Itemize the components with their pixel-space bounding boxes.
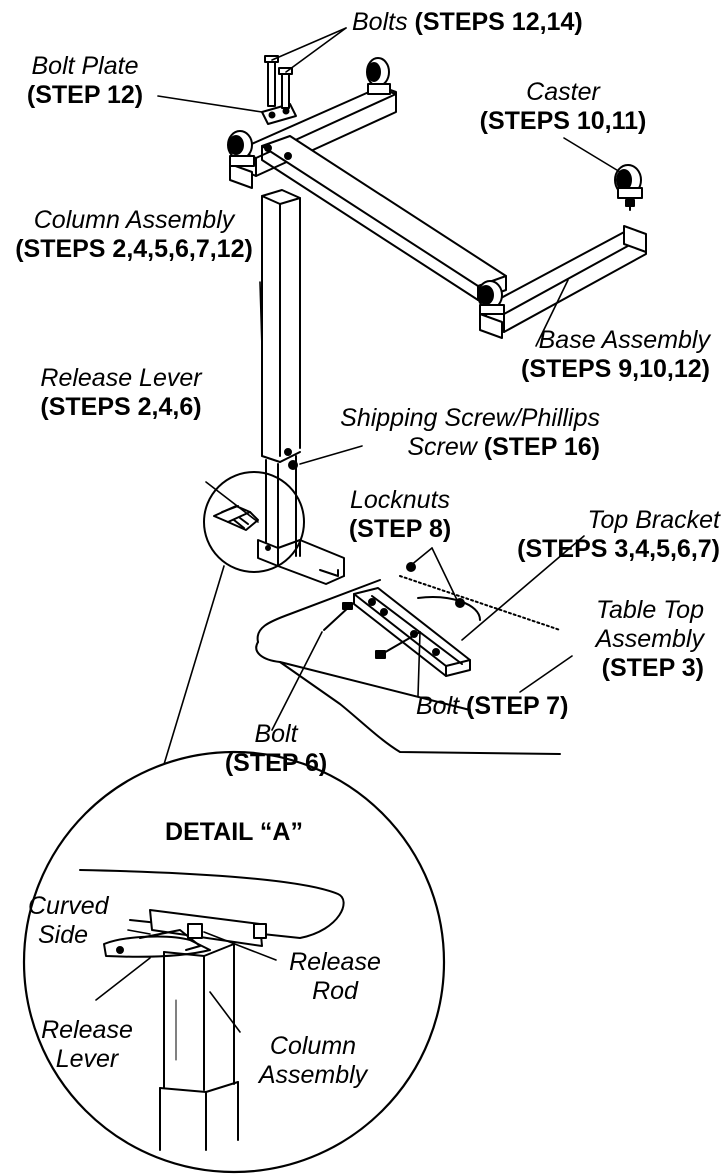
detail-release-rod: Release Rod (280, 948, 390, 1006)
label-caster: Caster (STEPS 10,11) (448, 78, 678, 136)
shipping-screw-steps: (STEP 16) (483, 433, 600, 461)
locknut-left (406, 562, 416, 572)
detail-column-assembly-1: Column (269, 1032, 357, 1060)
label-bolt-plate: Bolt Plate (STEP 12) (10, 52, 160, 110)
detail-release-rod-2: Rod (312, 977, 358, 1005)
label-bolts: Bolts (STEPS 12,14) (352, 8, 583, 37)
bolts-name: Bolts (352, 8, 408, 36)
table-top-assembly (255, 575, 561, 755)
bolt-step-7-steps: (STEP 7) (466, 692, 569, 720)
detail-curved-side-1: Curved (28, 892, 109, 920)
column-assembly-name: Column Assembly (33, 206, 235, 234)
bolts (264, 55, 293, 109)
caster-steps: (STEPS 10,11) (479, 107, 647, 135)
detail-column-assembly: Column Assembly (248, 1032, 378, 1090)
bolt-step-6-name: Bolt (254, 720, 298, 748)
bolt-plate-steps: (STEP 12) (26, 81, 144, 109)
bolt-step-7-name: Bolt (416, 692, 460, 720)
column-assembly (257, 189, 345, 585)
label-table-top: Table Top Assembly (STEP 3) (540, 596, 704, 683)
top-bracket-name: Top Bracket (587, 506, 720, 534)
top-bracket-steps: (STEPS 3,4,5,6,7) (517, 535, 720, 563)
detail-release-lever-1: Release (41, 1016, 133, 1044)
caster-name: Caster (526, 78, 600, 106)
detail-release-lever-2: Lever (55, 1045, 119, 1073)
shipping-screw-name-2: Screw (407, 433, 477, 461)
detail-curved-side: Curved Side (28, 892, 109, 950)
table-top-steps: (STEP 3) (601, 654, 704, 682)
label-top-bracket: Top Bracket (STEPS 3,4,5,6,7) (480, 506, 720, 564)
release-lever-steps: (STEPS 2,4,6) (40, 393, 202, 421)
bolt-step-7-shape (375, 631, 421, 659)
detail-curved-side-2: Side (38, 921, 89, 949)
label-shipping-screw: Shipping Screw/Phillips Screw (STEP 16) (310, 404, 600, 462)
release-lever-name: Release Lever (40, 364, 202, 392)
locknuts-steps: (STEP 8) (348, 515, 452, 543)
bolt-step-6-shape (323, 602, 353, 631)
caster-front-left (477, 280, 505, 315)
label-locknuts: Locknuts (STEP 8) (340, 486, 460, 544)
table-top-name-2: Assembly (595, 625, 704, 653)
base-assembly-steps: (STEPS 9,10,12) (521, 355, 710, 383)
detail-release-rod-1: Release (289, 948, 381, 976)
top-bracket (353, 587, 471, 677)
base-assembly-name: Base Assembly (538, 326, 710, 354)
column-assembly-steps: (STEPS 2,4,5,6,7,12) (15, 235, 253, 263)
detail-column-assembly-2: Assembly (258, 1061, 368, 1089)
detail-a-title: DETAIL “A” (165, 818, 303, 846)
label-bolt-step-6: Bolt (STEP 6) (210, 720, 342, 778)
locknuts-name: Locknuts (349, 486, 451, 514)
detail-a (22, 750, 446, 1174)
bolts-steps: (STEPS 12,14) (414, 8, 583, 36)
label-bolt-step-7: Bolt (STEP 7) (416, 692, 568, 721)
bolt-plate-name: Bolt Plate (31, 52, 139, 80)
shipping-screw-name-1: Shipping Screw/Phillips (340, 404, 600, 432)
label-base-assembly: Base Assembly (STEPS 9,10,12) (480, 326, 710, 384)
caster-back-right (366, 57, 391, 95)
detail-release-lever: Release Lever (32, 1016, 142, 1074)
caster-back-left (227, 130, 255, 167)
table-top-name-1: Table Top (596, 596, 704, 624)
leader-lines (151, 27, 631, 805)
bolt-step-6-steps: (STEP 6) (224, 749, 328, 777)
label-column-assembly: Column Assembly (STEPS 2,4,5,6,7,12) (4, 206, 264, 264)
bolt-plate (261, 103, 297, 125)
label-release-lever: Release Lever (STEPS 2,4,6) (4, 364, 238, 422)
release-lever-small (213, 505, 259, 531)
detail-marker-circle (203, 471, 305, 573)
